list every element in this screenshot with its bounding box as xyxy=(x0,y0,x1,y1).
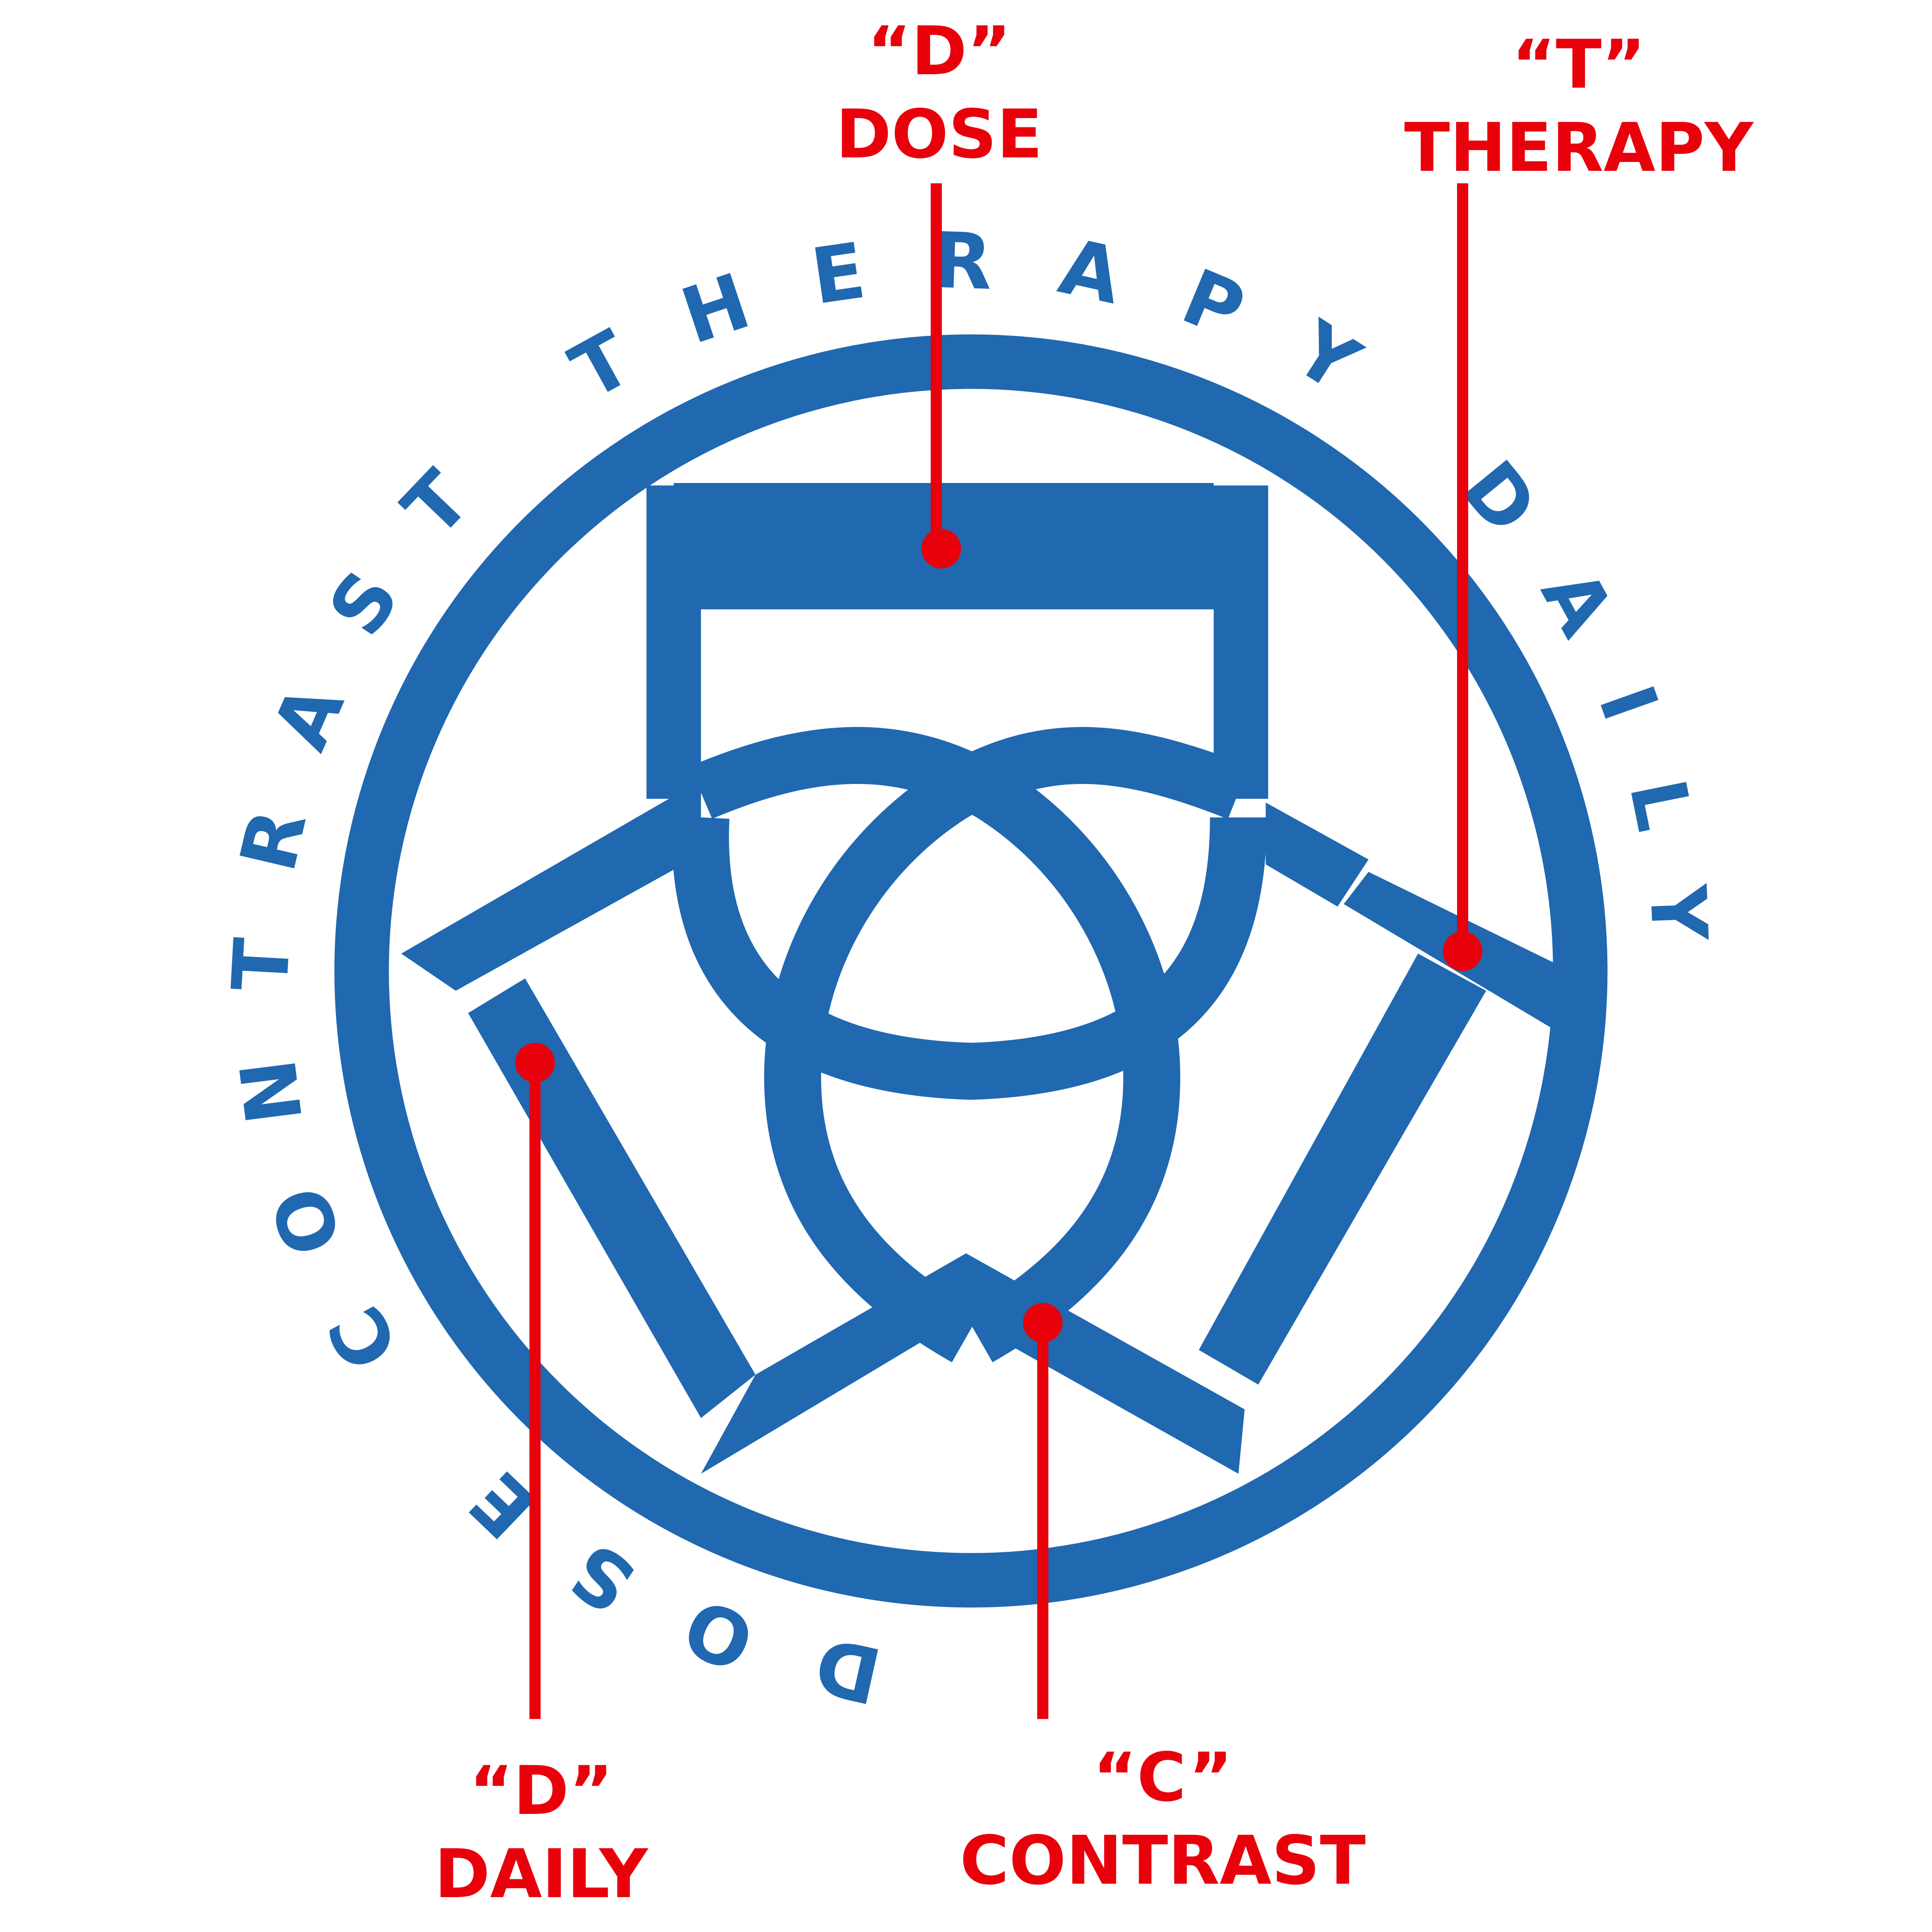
c-glyph-bottom xyxy=(941,802,1368,1474)
callout-label-daily: “D” DAILY xyxy=(434,1758,648,1908)
callout-dot-contrast xyxy=(1023,1303,1063,1343)
callout-letter-contrast: “C” xyxy=(1093,1739,1233,1817)
callout-dot-therapy xyxy=(1443,931,1483,971)
callout-word-dose: DOSE xyxy=(835,96,1043,174)
callout-label-contrast: “C” CONTRAST xyxy=(960,1744,1365,1894)
callout-dot-daily xyxy=(515,1042,555,1083)
callout-label-therapy: “T” THERAPY xyxy=(1404,31,1753,182)
callout-word-daily: DAILY xyxy=(434,1835,648,1913)
callout-dots xyxy=(515,529,1483,1343)
callout-letter-therapy: “T” xyxy=(1512,26,1646,104)
callout-label-dose: “D” DOSE xyxy=(836,18,1043,168)
outer-ring xyxy=(334,334,1608,1608)
callout-word-therapy: THERAPY xyxy=(1404,109,1754,187)
callout-word-contrast: CONTRAST xyxy=(960,1822,1366,1900)
callout-dot-dose xyxy=(921,529,961,569)
trefoil xyxy=(672,727,1267,1363)
callout-lines xyxy=(529,183,1468,1719)
callout-letter-dose: “D” xyxy=(867,13,1011,90)
callout-letter-daily: “D” xyxy=(469,1752,613,1830)
